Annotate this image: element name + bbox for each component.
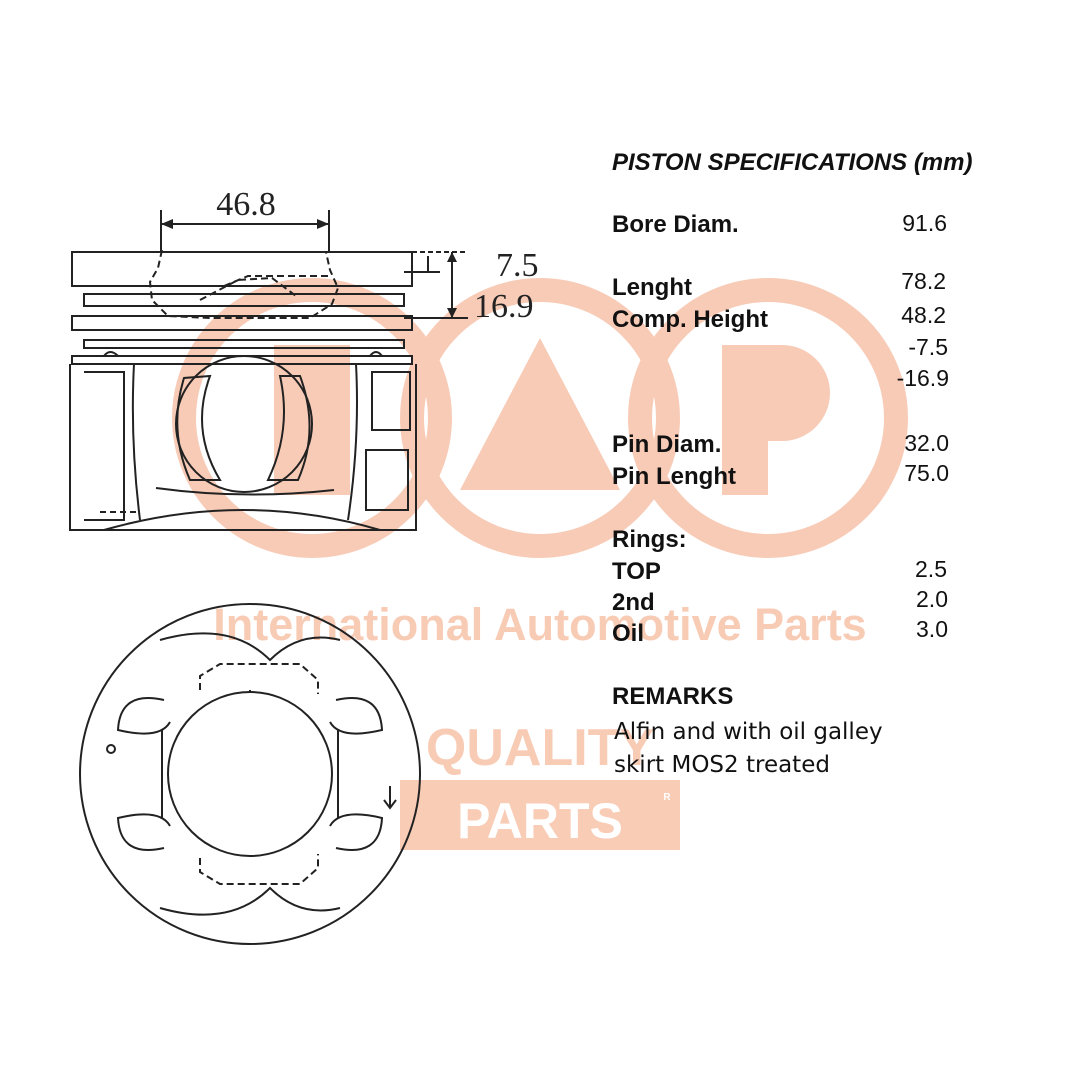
spec-top-value: 2.5 xyxy=(915,556,947,582)
watermark-quality: QUALITY xyxy=(426,719,654,777)
dimension-width-label: 46.8 xyxy=(216,186,276,223)
spec-offset1-value: -7.5 xyxy=(908,334,948,360)
piston-side-view xyxy=(69,210,468,531)
logo-letter-p xyxy=(722,345,830,495)
spec-top-label: TOP xyxy=(612,558,661,585)
watermark-registered: R xyxy=(663,792,671,803)
spec-second-label: 2nd xyxy=(612,589,655,616)
spec-oil-label: Oil xyxy=(612,620,645,647)
remarks-heading: REMARKS xyxy=(612,683,734,710)
logo-circle-middle xyxy=(400,278,680,558)
logo-circle-right xyxy=(628,278,908,558)
spec-comp-label: Comp. Height xyxy=(612,306,768,333)
dimension-depth1-label: 7.5 xyxy=(496,247,539,284)
specs-title: PISTON SPECIFICATIONS (mm) xyxy=(612,149,973,176)
spec-pin-diam-label: Pin Diam. xyxy=(612,431,722,458)
spec-pin-length-label: Pin Lenght xyxy=(612,463,736,490)
spec-comp-value: 48.2 xyxy=(901,302,946,328)
spec-rings-label: Rings: xyxy=(612,526,687,553)
logo-letter-a xyxy=(460,338,620,490)
spec-pin-diam-value: 32.0 xyxy=(904,430,949,456)
watermark-parts: PARTS xyxy=(457,793,623,849)
spec-length-label: Lenght xyxy=(612,274,692,301)
spec-bore-value: 91.6 xyxy=(902,210,947,236)
remarks-line-2: skirt MOS2 treated xyxy=(614,752,830,778)
piston-top-view xyxy=(79,603,421,945)
spec-second-value: 2.0 xyxy=(916,586,948,612)
watermark-tagline: International Automotive Parts xyxy=(213,599,866,650)
spec-bore-label: Bore Diam. xyxy=(612,211,739,238)
dimension-depth2-label: 16.9 xyxy=(474,288,534,325)
logo-circle-left xyxy=(172,278,452,558)
remarks-line-1: Alfin and with oil galley xyxy=(614,719,883,745)
spec-length-value: 78.2 xyxy=(901,268,946,294)
spec-offset2-value: -16.9 xyxy=(896,365,949,391)
watermark-parts-box xyxy=(400,780,680,850)
spec-pin-length-value: 75.0 xyxy=(904,460,949,486)
spec-oil-value: 3.0 xyxy=(916,616,948,642)
